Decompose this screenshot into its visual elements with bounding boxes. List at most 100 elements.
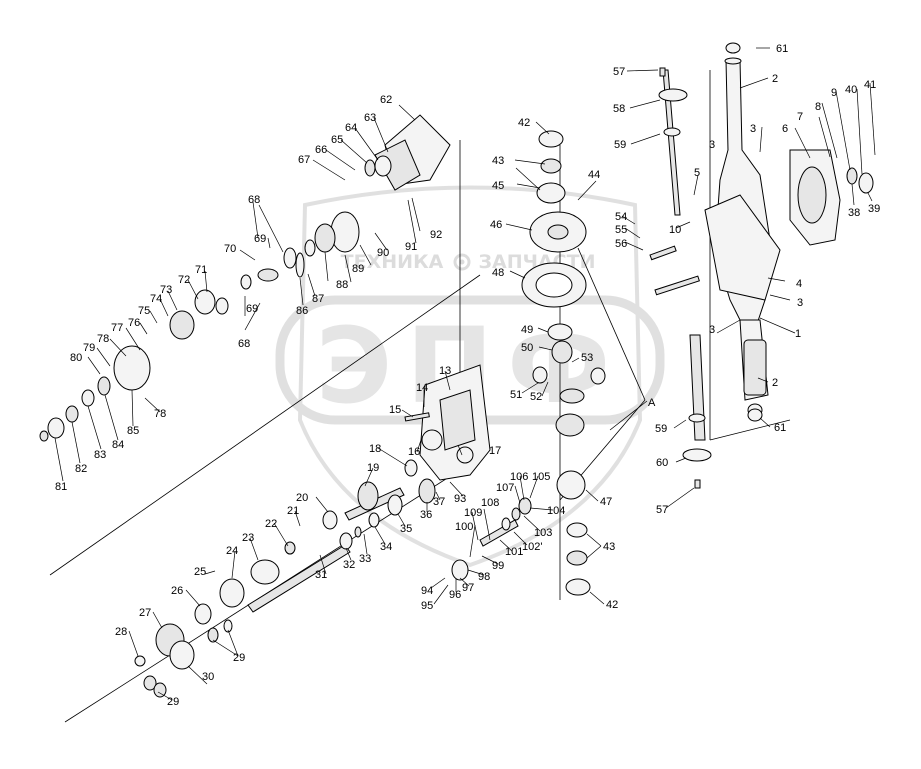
callout-101: 101 bbox=[505, 546, 523, 558]
callout-57: 57 bbox=[613, 66, 625, 78]
callout-38: 38 bbox=[848, 207, 860, 219]
callout-15: 15 bbox=[389, 404, 401, 416]
callout-66: 66 bbox=[315, 144, 327, 156]
callout-53: 53 bbox=[581, 352, 593, 364]
callout-37: 37 bbox=[433, 496, 445, 508]
callout-72: 72 bbox=[178, 274, 190, 286]
callout-71: 71 bbox=[195, 264, 207, 276]
callout-76: 76 bbox=[128, 317, 140, 329]
callout-63: 63 bbox=[364, 112, 376, 124]
callout-18: 18 bbox=[369, 443, 381, 455]
callout-20: 20 bbox=[296, 492, 308, 504]
callout-43: 43 bbox=[492, 155, 504, 167]
callout-60: 60 bbox=[656, 457, 668, 469]
callout-40: 40 bbox=[845, 84, 857, 96]
callout-42: 42 bbox=[518, 117, 530, 129]
callout-3: 3 bbox=[709, 324, 715, 336]
callout-24: 24 bbox=[226, 545, 238, 557]
callout-59: 59 bbox=[614, 139, 626, 151]
callout-77: 77 bbox=[111, 322, 123, 334]
callout-50: 50 bbox=[521, 342, 533, 354]
callout-13: 13 bbox=[439, 365, 451, 377]
callout-7: 7 bbox=[797, 111, 803, 123]
callout-30: 30 bbox=[202, 671, 214, 683]
callout-10: 10 bbox=[669, 224, 681, 236]
callout-55: 55 bbox=[615, 224, 627, 236]
callout-61: 61 bbox=[774, 422, 786, 434]
callout-68: 68 bbox=[238, 338, 250, 350]
callout-96: 96 bbox=[449, 589, 461, 601]
callout-93: 93 bbox=[454, 493, 466, 505]
leader-lines bbox=[54, 47, 876, 701]
callout-labels: 1 2 2 3 3 3 3 4 5 6 7 8 9 10 13 14 15 16… bbox=[55, 43, 880, 708]
callout-64: 64 bbox=[345, 122, 357, 134]
axle-housing bbox=[704, 57, 781, 417]
callout-33: 33 bbox=[359, 553, 371, 565]
callout-65: 65 bbox=[331, 134, 343, 146]
callout-5: 5 bbox=[694, 167, 700, 179]
callout-102: 102' bbox=[522, 541, 542, 553]
callout-36: 36 bbox=[420, 509, 432, 521]
gearbox-housing bbox=[419, 364, 491, 481]
callout-54: 54 bbox=[615, 211, 627, 223]
callout-82: 82 bbox=[75, 463, 87, 475]
callout-3: 3 bbox=[750, 123, 756, 135]
callout-106: 106 bbox=[510, 471, 528, 483]
callout-105: 105 bbox=[532, 471, 550, 483]
callout-75: 75 bbox=[138, 305, 150, 317]
parts bbox=[39, 42, 874, 698]
callout-95: 95 bbox=[421, 600, 433, 612]
callout-109: 109 bbox=[464, 507, 482, 519]
callout-51: 51 bbox=[510, 389, 522, 401]
shafts bbox=[247, 69, 706, 613]
top-cover bbox=[374, 114, 451, 191]
callout-3: 3 bbox=[709, 139, 715, 151]
callout-35: 35 bbox=[400, 523, 412, 535]
callout-21: 21 bbox=[287, 505, 299, 517]
callout-8: 8 bbox=[815, 101, 821, 113]
callout-43: 43 bbox=[603, 541, 615, 553]
callout-26: 26 bbox=[171, 585, 183, 597]
callout-32: 32 bbox=[343, 559, 355, 571]
callout-107: 107 bbox=[496, 482, 514, 494]
flange-plate bbox=[789, 149, 841, 246]
gear-icon bbox=[453, 253, 471, 271]
callout-100: 100 bbox=[455, 521, 473, 533]
callout-67: 67 bbox=[298, 154, 310, 166]
callout-3: 3 bbox=[797, 297, 803, 309]
callout-4: 4 bbox=[796, 278, 802, 290]
callout-49: 49 bbox=[521, 324, 533, 336]
callout-57: 57 bbox=[656, 504, 668, 516]
callout-29: 29 bbox=[233, 652, 245, 664]
callout-92: 92 bbox=[430, 229, 442, 241]
callout-1: 1 bbox=[795, 328, 801, 340]
callout-34: 34 bbox=[380, 541, 392, 553]
callout-68: 68 bbox=[248, 194, 260, 206]
callout-73: 73 bbox=[160, 284, 172, 296]
callout-62: 62 bbox=[380, 94, 392, 106]
callout-23: 23 bbox=[242, 532, 254, 544]
callout-59: 59 bbox=[655, 423, 667, 435]
callout-56: 56 bbox=[615, 238, 627, 250]
callout-103: 103 bbox=[534, 527, 552, 539]
callout-44: 44 bbox=[588, 169, 600, 181]
callout-83: 83 bbox=[94, 449, 106, 461]
callout-78: 78 bbox=[154, 408, 166, 420]
callout-90: 90 bbox=[377, 247, 389, 259]
callout-99: 99 bbox=[492, 560, 504, 572]
callout-81: 81 bbox=[55, 481, 67, 493]
callout-58: 58 bbox=[613, 103, 625, 115]
callout-69: 69 bbox=[254, 233, 266, 245]
callout-14: 14 bbox=[416, 382, 428, 394]
callout-16: 16 bbox=[408, 446, 420, 458]
callout-80: 80 bbox=[70, 352, 82, 364]
callout-88: 88 bbox=[336, 279, 348, 291]
callout-a: A bbox=[648, 397, 656, 409]
callout-78: 78 bbox=[97, 333, 109, 345]
callout-61: 61 bbox=[776, 43, 788, 55]
callout-86: 86 bbox=[296, 305, 308, 317]
callout-85: 85 bbox=[127, 425, 139, 437]
callout-94: 94 bbox=[421, 585, 433, 597]
callout-27: 27 bbox=[139, 607, 151, 619]
